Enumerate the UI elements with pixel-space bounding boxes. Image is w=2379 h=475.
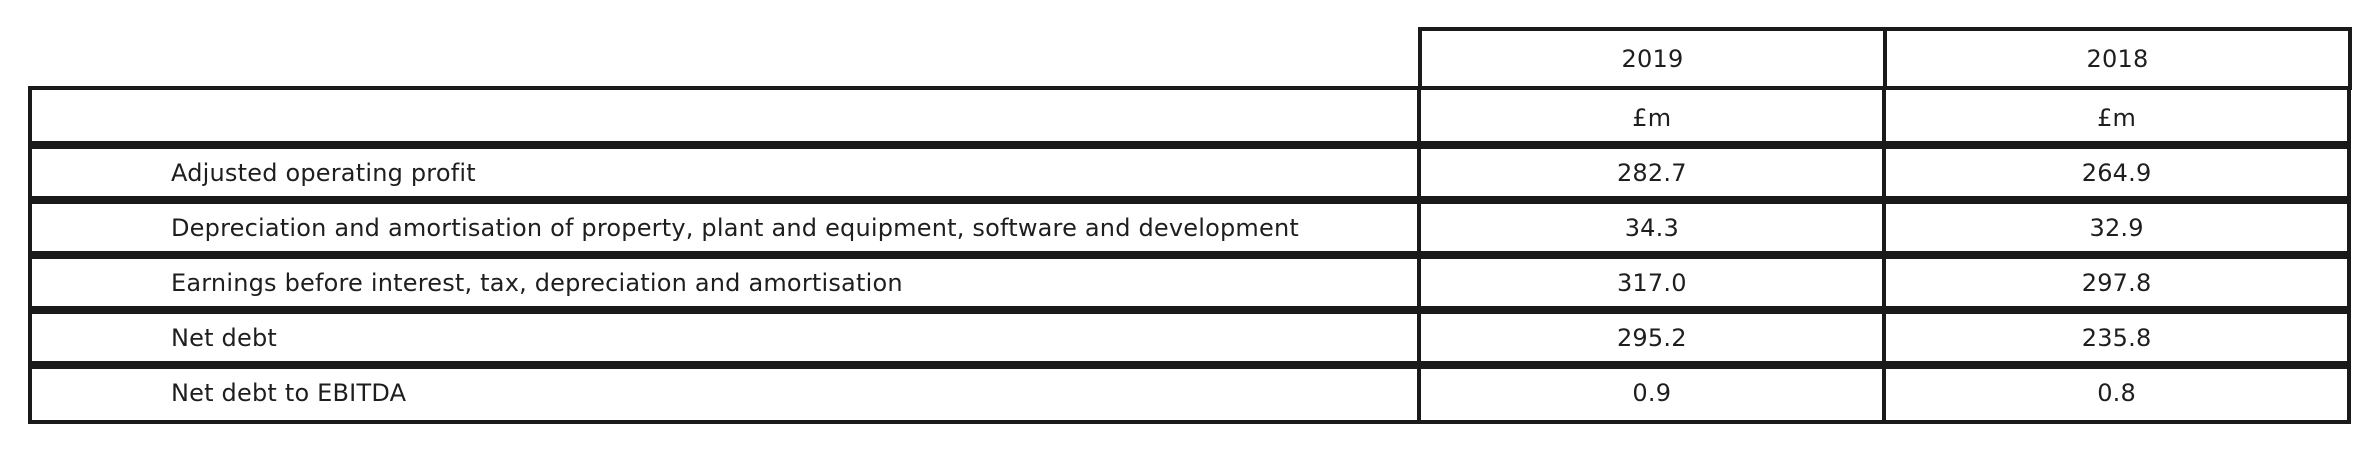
row-label: Earnings before interest, tax, depreciat… [28, 251, 1422, 314]
row-label: Net debt [28, 306, 1422, 369]
year-header-row: 2019 2018 [1418, 27, 2352, 90]
table-body: £m £m Adjusted operating profit 282.7 26… [28, 86, 2351, 424]
unit-2018: £m [1882, 86, 2351, 149]
row-label: Adjusted operating profit [28, 141, 1422, 204]
units-label-cell [28, 86, 1422, 149]
units-row: £m £m [28, 86, 2351, 149]
value-2018: 297.8 [1882, 251, 2351, 314]
value-2018: 264.9 [1882, 141, 2351, 204]
table-row: Depreciation and amortisation of propert… [28, 196, 2351, 259]
value-2019: 282.7 [1417, 141, 1887, 204]
year-header-2019: 2019 [1418, 27, 1887, 90]
table-row: Net debt 295.2 235.8 [28, 306, 2351, 369]
value-2018: 0.8 [1882, 361, 2351, 424]
unit-2019: £m [1417, 86, 1887, 149]
value-2019: 317.0 [1417, 251, 1887, 314]
value-2019: 34.3 [1417, 196, 1887, 259]
value-2018: 32.9 [1882, 196, 2351, 259]
year-header-2018: 2018 [1883, 27, 2352, 90]
row-label: Net debt to EBITDA [28, 361, 1422, 424]
table-row: Earnings before interest, tax, depreciat… [28, 251, 2351, 314]
table-row: Adjusted operating profit 282.7 264.9 [28, 141, 2351, 204]
value-2018: 235.8 [1882, 306, 2351, 369]
row-label: Depreciation and amortisation of propert… [28, 196, 1422, 259]
value-2019: 295.2 [1417, 306, 1887, 369]
table-row: Net debt to EBITDA 0.9 0.8 [28, 361, 2351, 424]
value-2019: 0.9 [1417, 361, 1887, 424]
